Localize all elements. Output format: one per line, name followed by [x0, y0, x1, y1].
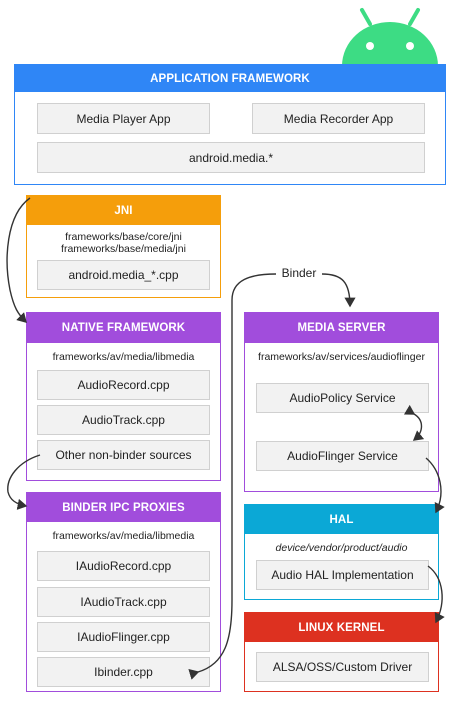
audiotrack-cpp-box: AudioTrack.cpp	[37, 405, 210, 435]
jni-panel: JNI frameworks/base/core/jni frameworks/…	[26, 195, 221, 298]
binder-label: Binder	[276, 266, 322, 282]
iaudiotrack-cpp-box: IAudioTrack.cpp	[37, 587, 210, 617]
application-framework-title: APPLICATION FRAMEWORK	[15, 65, 445, 92]
media-recorder-app-box: Media Recorder App	[252, 103, 425, 134]
linux-kernel-title: LINUX KERNEL	[245, 613, 438, 642]
audioflinger-service-box: AudioFlinger Service	[256, 441, 429, 471]
linux-kernel-panel: LINUX KERNEL ALSA/OSS/Custom Driver	[244, 612, 439, 692]
android-media-cpp-box: android.media_*.cpp	[37, 260, 210, 290]
media-server-title: MEDIA SERVER	[245, 313, 438, 343]
application-framework-panel: APPLICATION FRAMEWORK Media Player App M…	[14, 64, 446, 185]
native-framework-path: frameworks/av/media/libmedia	[52, 351, 195, 363]
media-player-app-box: Media Player App	[37, 103, 210, 134]
hal-to-kernel-arrow	[427, 565, 445, 624]
binder-label-to-media-server-arrow	[321, 273, 356, 308]
hal-path: device/vendor/product/audio	[275, 542, 408, 554]
binder-ipc-proxies-panel: BINDER IPC PROXIES frameworks/av/media/l…	[26, 492, 221, 692]
android-logo-icon	[342, 8, 438, 66]
jni-path-core: frameworks/base/core/jni	[65, 231, 182, 243]
media-server-panel: MEDIA SERVER frameworks/av/services/audi…	[244, 312, 439, 492]
ibinder-cpp-box: Ibinder.cpp	[37, 657, 210, 687]
other-non-binder-sources-box: Other non-binder sources	[37, 440, 210, 470]
audio-hal-implementation-box: Audio HAL Implementation	[256, 560, 429, 590]
binder-to-media-server-arrow	[188, 273, 277, 680]
native-framework-panel: NATIVE FRAMEWORK frameworks/av/media/lib…	[26, 312, 221, 481]
jni-title: JNI	[27, 196, 220, 225]
android-media-box: android.media.*	[37, 142, 425, 173]
alsa-oss-custom-driver-box: ALSA/OSS/Custom Driver	[256, 652, 429, 682]
audiorecord-cpp-box: AudioRecord.cpp	[37, 370, 210, 400]
media-server-path: frameworks/av/services/audioflinger	[258, 351, 425, 363]
binder-ipc-path: frameworks/av/media/libmedia	[52, 530, 195, 542]
flinger-to-hal-arrow	[425, 457, 445, 514]
audiopolicy-service-box: AudioPolicy Service	[256, 383, 429, 413]
policy-flinger-arrow	[403, 404, 425, 441]
app-to-native-arrow	[6, 197, 31, 323]
jni-path-media: frameworks/base/media/jni	[61, 243, 186, 255]
native-framework-title: NATIVE FRAMEWORK	[27, 313, 220, 343]
native-to-binder-arrow	[7, 454, 41, 510]
hal-panel: HAL device/vendor/product/audio Audio HA…	[244, 504, 439, 600]
binder-ipc-proxies-title: BINDER IPC PROXIES	[27, 493, 220, 522]
hal-title: HAL	[245, 505, 438, 534]
iaudioflinger-cpp-box: IAudioFlinger.cpp	[37, 622, 210, 652]
iaudiorecord-cpp-box: IAudioRecord.cpp	[37, 551, 210, 581]
